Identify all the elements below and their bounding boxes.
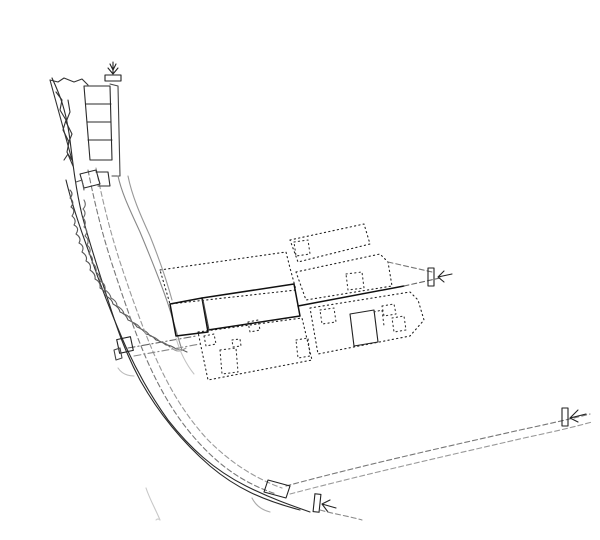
dotted-plot-outlines: [159, 223, 425, 381]
house-in-lower-block: [349, 309, 385, 347]
long-track-east: [285, 413, 593, 495]
gatehouse-lower: [251, 479, 291, 513]
curving-hedge-band: [49, 77, 311, 513]
faint-construction-lines: [145, 337, 195, 521]
lane-to-building: [127, 335, 201, 357]
gatehouse-middle: [113, 336, 135, 377]
main-building-outline: [169, 283, 301, 337]
allotment-strip: [83, 83, 183, 351]
access-road-line: [297, 261, 441, 307]
entrance-marker-right: [427, 267, 453, 287]
footpath-along-hedge: [87, 167, 283, 495]
small-building-cluster: [75, 169, 111, 191]
entrance-marker-top: [104, 61, 122, 82]
entrance-marker-far-right: [561, 407, 587, 427]
entrance-marker-bottom: [312, 493, 363, 521]
